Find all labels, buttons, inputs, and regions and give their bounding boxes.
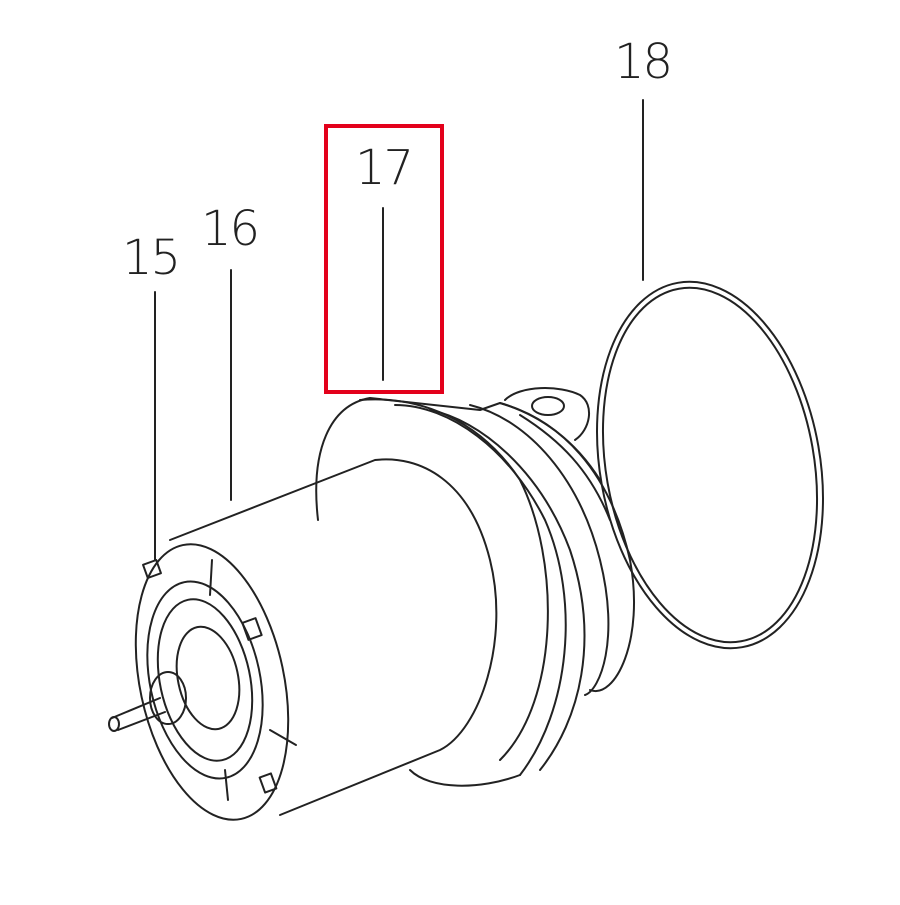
- callout-16: 16: [201, 201, 260, 257]
- callout-17: 17: [355, 140, 414, 196]
- part-17-housing: [315, 387, 635, 787]
- callout-15: 15: [122, 230, 181, 286]
- part-15-end-cap: [108, 559, 297, 801]
- callout-17-highlight-box: [324, 124, 444, 394]
- part-16-motor-can: [134, 458, 498, 821]
- part-18-o-ring: [596, 280, 824, 650]
- callout-18: 18: [614, 34, 673, 90]
